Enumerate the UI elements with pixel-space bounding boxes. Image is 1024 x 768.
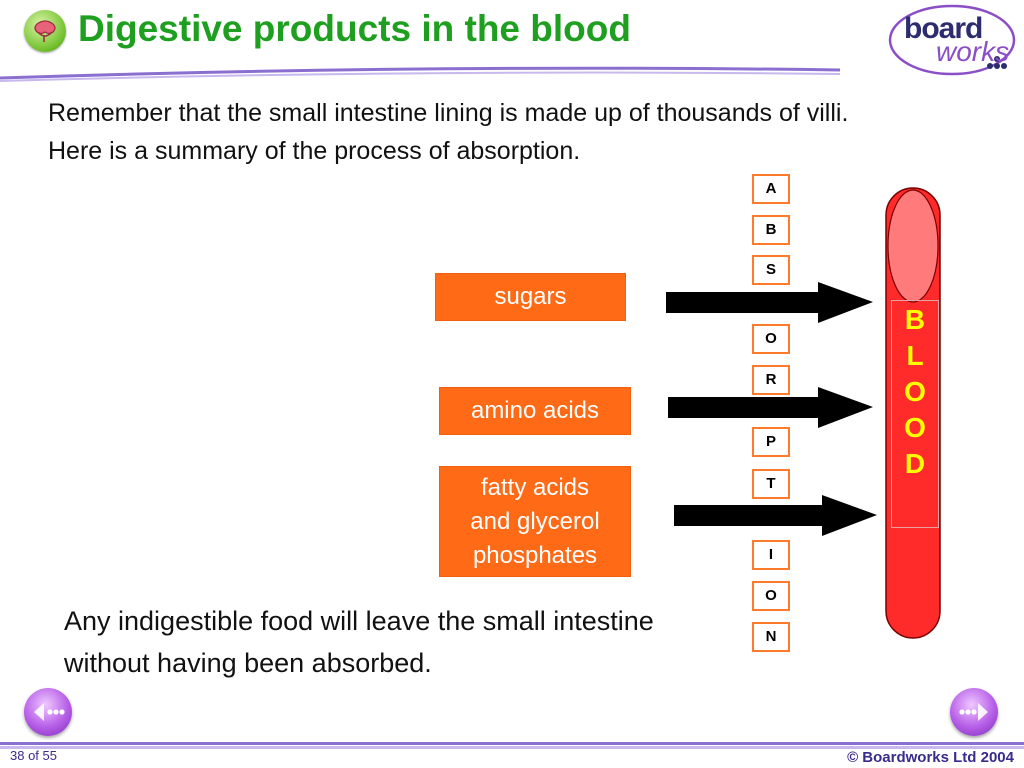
product-label: phosphates: [472, 541, 598, 569]
product-label: amino acids: [470, 397, 600, 424]
product-label: and glycerol: [470, 507, 600, 535]
nav-prev-button[interactable]: [24, 688, 72, 736]
letter-box: R: [752, 365, 790, 395]
arrow-fatty-acids: [674, 495, 877, 536]
product-label: fatty acids: [480, 473, 590, 501]
letter-box: S: [752, 255, 790, 285]
letter-box: T: [752, 469, 790, 499]
letter-box: O: [752, 324, 790, 354]
product-box-sugars: sugars: [436, 274, 625, 320]
blood-letter: B: [904, 304, 926, 335]
blood-letter: O: [904, 376, 926, 407]
intro-line-1: Remember that the small intestine lining…: [48, 99, 849, 127]
product-box-amino-acids: amino acids: [440, 388, 630, 434]
page-indicator: 38 of 55: [10, 748, 57, 763]
letter-box: B: [752, 215, 790, 245]
letter-box: A: [752, 174, 790, 204]
nav-next-icon: [959, 703, 988, 721]
blood-letter: L: [906, 340, 924, 371]
page-title: Digestive products in the blood: [78, 8, 631, 49]
intro-text: Remember that the small intestine lining…: [48, 94, 968, 170]
intro-line-2: Here is a summary of the process of abso…: [48, 137, 581, 165]
blood-label: B L O O D: [891, 300, 939, 528]
arrow-amino-acids: [668, 387, 873, 428]
letter-box: N: [752, 622, 790, 652]
copyright: © Boardworks Ltd 2004: [847, 749, 1014, 766]
letter-box: I: [752, 540, 790, 570]
letter-box: O: [752, 581, 790, 611]
product-label: sugars: [494, 283, 567, 310]
boardworks-logo: board works: [886, 2, 1018, 78]
intestine-icon: [24, 10, 66, 52]
nav-next-button[interactable]: [950, 688, 998, 736]
closing-text: Any indigestible food will leave the sma…: [64, 606, 654, 678]
product-box-fatty-acids: fatty acids and glycerol phosphates: [440, 467, 630, 576]
footer-rule: [0, 742, 1024, 749]
logo-works-text: works: [936, 36, 1010, 67]
nav-prev-icon: [34, 703, 65, 721]
blood-letter: O: [904, 412, 926, 443]
blood-letter: D: [904, 448, 926, 479]
title-underline: [0, 66, 840, 82]
arrow-sugars: [666, 282, 873, 323]
letter-box: P: [752, 427, 790, 457]
logo-board-text: board: [904, 12, 983, 45]
